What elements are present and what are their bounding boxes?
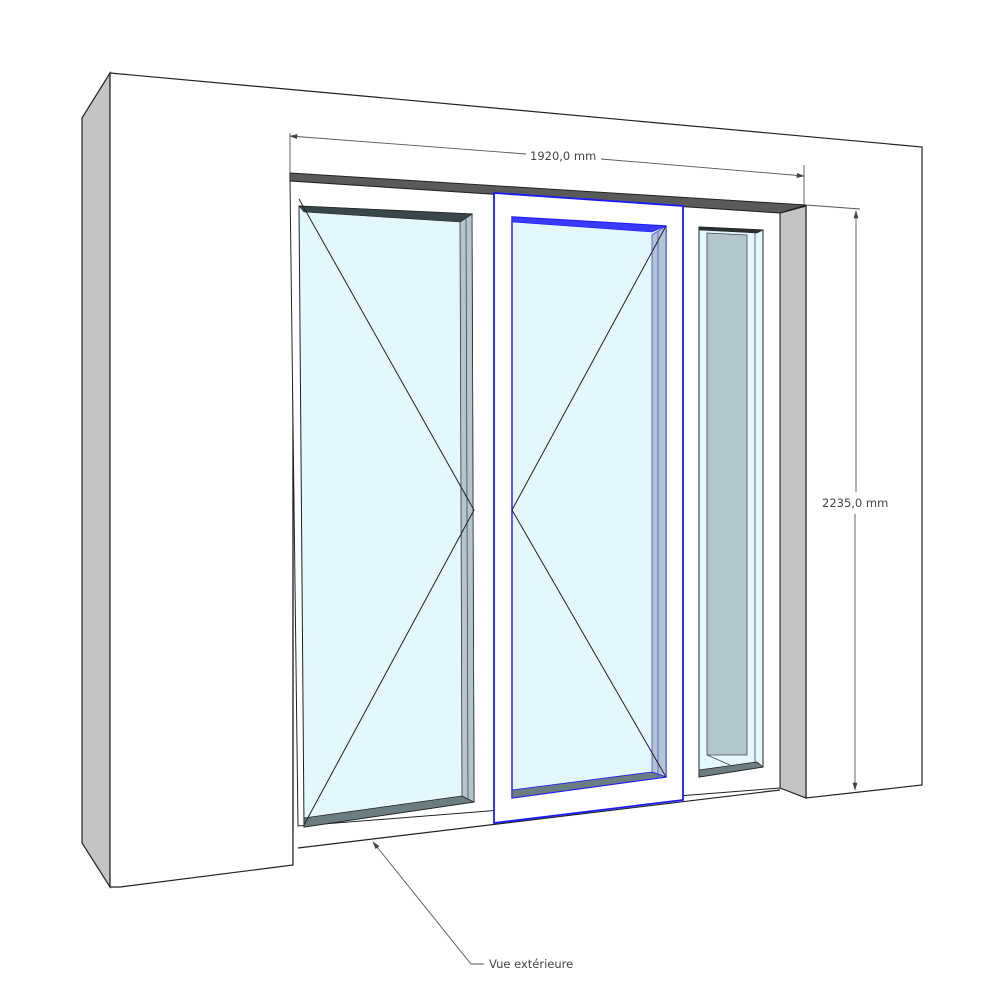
wall-right-reveal	[779, 205, 807, 799]
center-glass	[511, 216, 667, 799]
wall-sill-face	[293, 785, 806, 865]
left-glass	[298, 205, 475, 828]
right-reveal-bottom	[698, 761, 764, 778]
height-dimension	[805, 204, 861, 791]
wall-left-side-face	[81, 70, 111, 890]
left-opening-symbol	[298, 198, 475, 826]
center-reveal-right	[651, 225, 667, 778]
view-callout-leader	[372, 841, 484, 965]
wall	[81, 70, 923, 890]
left-reveal-top	[298, 205, 473, 223]
width-dimension	[289, 133, 805, 205]
center-sash[interactable]	[493, 192, 684, 825]
height-dimension-label: 2235,0 mm	[820, 496, 891, 510]
right-fixed-panel[interactable]	[698, 226, 765, 778]
view-label: Vue extérieure	[489, 957, 574, 971]
left-sash[interactable]	[298, 198, 476, 828]
right-reveal-top	[698, 226, 765, 234]
right-reveal	[706, 232, 748, 756]
center-reveal-top	[511, 216, 667, 233]
width-dimension-label: 1920,0 mm	[528, 149, 599, 163]
center-opening-symbol	[511, 225, 667, 778]
